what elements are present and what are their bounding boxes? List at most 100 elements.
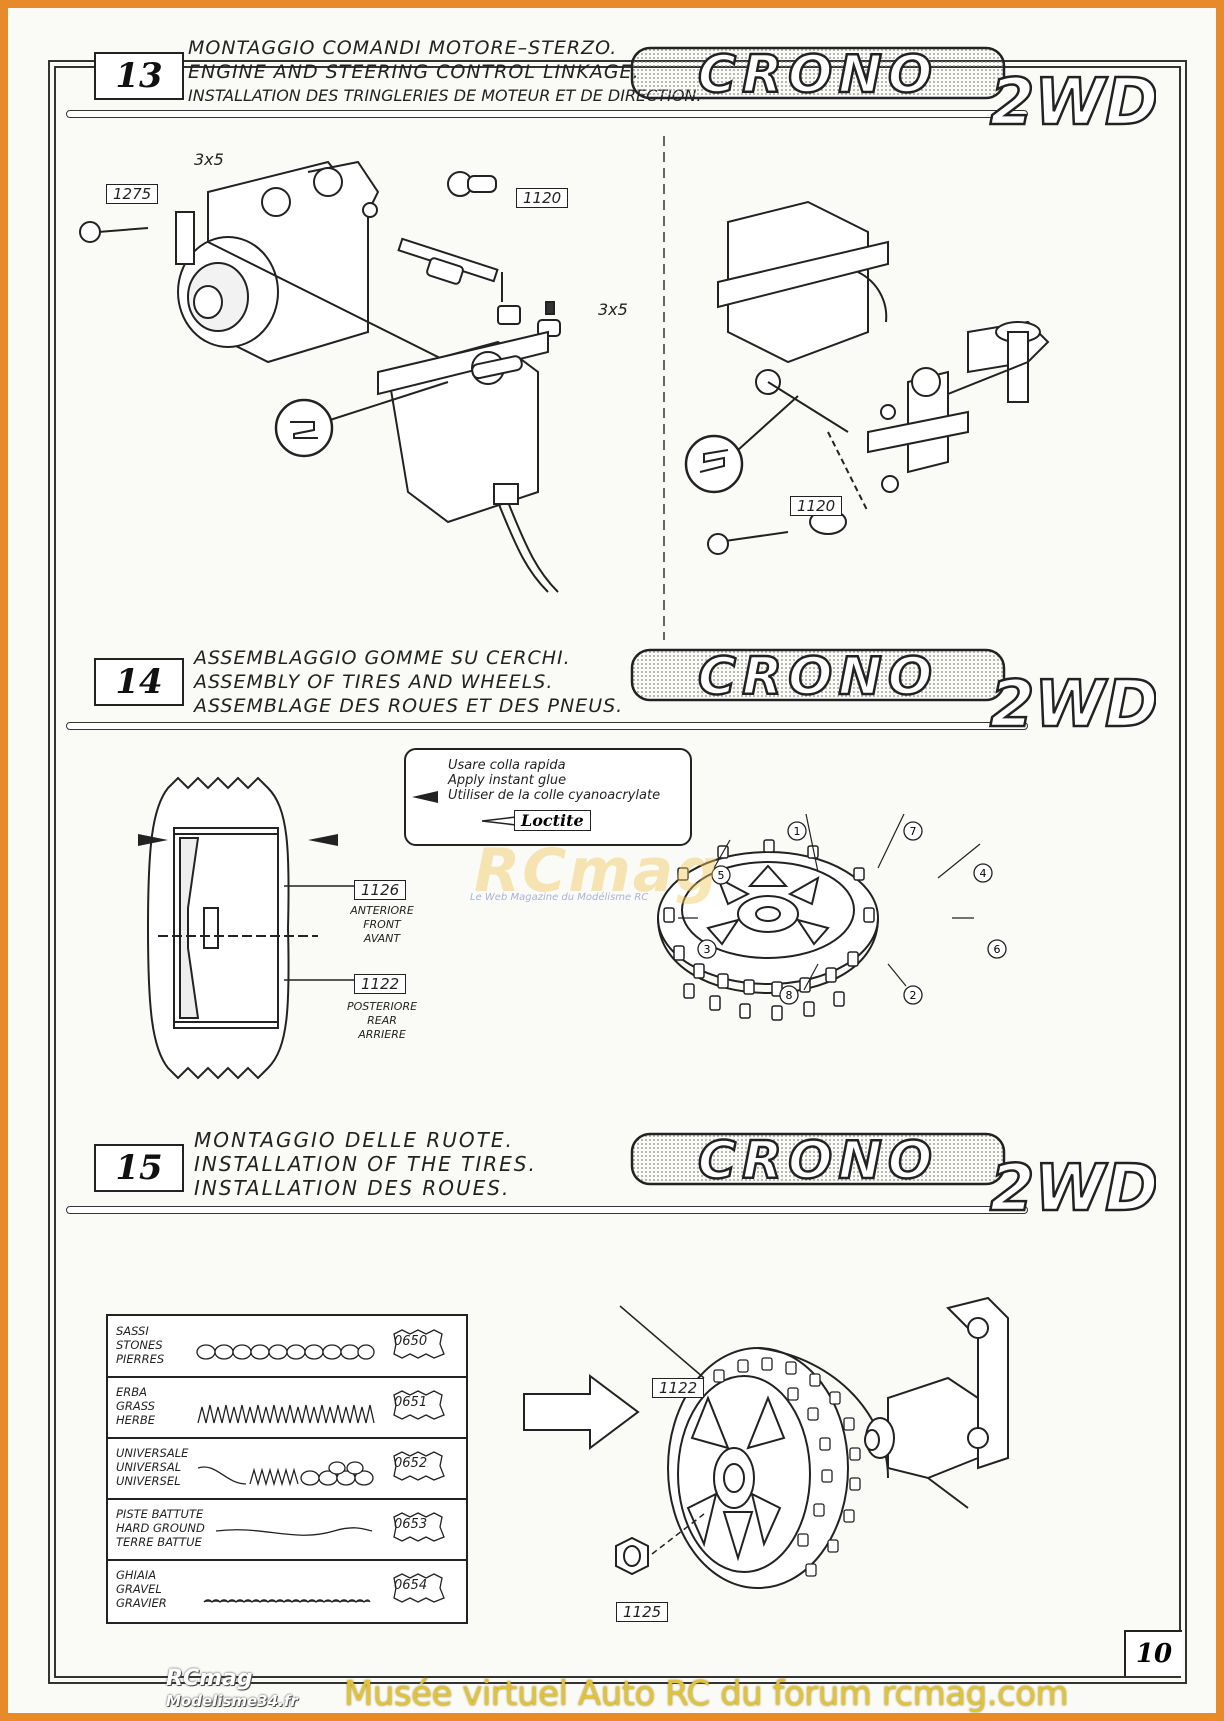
stones-pattern-icon (196, 1344, 375, 1360)
detail-circle-left (274, 398, 334, 458)
hex-nut-icon (615, 1536, 649, 1576)
terrain-name-it: UNIVERSALE (116, 1446, 189, 1460)
footer-brand-title: RCmag (166, 1666, 253, 1691)
step-13-rule (66, 110, 1028, 118)
gravel-pattern-icon (203, 1599, 371, 1603)
upright-assembly-illustration (864, 1296, 1009, 1509)
code-burst-0653 (393, 1512, 445, 1542)
glue-arrow-icon (412, 791, 438, 803)
step-14-title-en: ASSEMBLY OF TIRES AND WHEELS. (194, 671, 554, 693)
rear-caption: POSTERIORE REAR ARRIERE (334, 1000, 430, 1042)
front-caption-en: FRONT (363, 918, 401, 931)
glue-text-fr: Utiliser de la colle cyanoacrylate (448, 788, 661, 803)
seq-marker-8-text: 8 (786, 989, 793, 1002)
step-15-title-en: INSTALLATION OF THE TIRES. (194, 1152, 537, 1176)
terrain-name-fr: TERRE BATTUE (116, 1535, 202, 1549)
page-frame (48, 60, 1187, 1684)
seq-marker-1: 1 (787, 821, 807, 841)
glue-text-en: Apply instant glue (448, 773, 567, 788)
terrain-name-en: HARD GROUND (116, 1521, 205, 1535)
part-label-1120-a: 1120 (516, 188, 569, 208)
screw-label-b: 3x5 (598, 300, 628, 319)
terrain-name-fr: UNIVERSEL (116, 1474, 181, 1488)
rear-caption-en: REAR (367, 1014, 397, 1027)
direction-arrow-icon (523, 1374, 640, 1450)
terrain-name-fr: PIERRES (116, 1352, 165, 1366)
footer-brand-subtitle: Modelisme34.fr (166, 1692, 298, 1710)
tire-cross-section (146, 776, 318, 1080)
logo-crono-text: CRONO (698, 1131, 938, 1191)
code-burst-0650 (393, 1329, 445, 1359)
step-15-number: 15 (94, 1144, 184, 1192)
seq-marker-7: 7 (903, 821, 923, 841)
crono-logo-13: CRONO 2WD (630, 44, 1156, 136)
footer-museum-text: Musée virtuel Auto RC du forum rcmag.com (344, 1674, 1069, 1713)
seq-marker-3: 3 (697, 939, 717, 959)
part-label-1120-b: 1120 (790, 496, 843, 516)
rcmag-watermark-subtitle: Le Web Magazine du Modélisme RC (470, 892, 649, 903)
hard-ground-pattern-icon (215, 1527, 373, 1536)
step-13-title-en: ENGINE AND STEERING CONTROL LINKAGE. (188, 61, 640, 83)
terrain-name-it: SASSI (116, 1324, 149, 1338)
front-caption-it: ANTERIORE (350, 904, 414, 917)
linkage-parts (362, 171, 561, 337)
terrain-code: 0650 (394, 1334, 428, 1349)
code-burst-0652 (393, 1451, 445, 1481)
terrain-name-fr: HERBE (116, 1413, 156, 1427)
front-caption: ANTERIORE FRONT AVANT (338, 904, 426, 946)
rcmag-watermark: RCmag (474, 836, 721, 906)
terrain-name-en: STONES (116, 1338, 163, 1352)
steering-servo-illustration (707, 200, 1050, 555)
crono-logo-15: CRONO 2WD (630, 1130, 1156, 1222)
step-15-title-it: MONTAGGIO DELLE RUOTE. (194, 1128, 514, 1152)
terrain-code: 0653 (394, 1517, 428, 1532)
screw-label-a: 3x5 (194, 150, 224, 169)
terrain-name-it: ERBA (116, 1385, 148, 1399)
footer-brand: RCmag Modelisme34.fr (166, 1668, 298, 1712)
page-number: 10 (1124, 1630, 1182, 1676)
step-14-title-fr: ASSEMBLAGE DES ROUES ET DES PNEUS. (194, 695, 624, 717)
wheel-knobs (663, 839, 875, 1021)
wheel-knobs-15 (713, 1357, 861, 1577)
universal-pattern-icon (197, 1461, 374, 1486)
step-13-title: MONTAGGIO COMANDI MOTORE–STERZO. ENGINE … (188, 36, 701, 108)
logo-crono-text: CRONO (698, 45, 938, 105)
step-13-number: 13 (94, 52, 184, 100)
instruction-page: 13 MONTAGGIO COMANDI MOTORE–STERZO. ENGI… (8, 8, 1216, 1713)
terrain-code: 0654 (394, 1578, 428, 1593)
seq-marker-8: 8 (779, 985, 799, 1005)
logo-crono-text: CRONO (698, 647, 938, 707)
servo-illustration (377, 330, 559, 593)
part-label-1275: 1275 (106, 184, 159, 204)
terrain-name-fr: GRAVIER (116, 1596, 167, 1610)
code-burst-0654 (393, 1573, 445, 1603)
glue-instruction-box: Usare colla rapida Apply instant glue Ut… (404, 748, 692, 846)
rear-caption-fr: ARRIERE (358, 1028, 406, 1041)
step-13-drawing (79, 136, 1050, 640)
grass-pattern-icon (197, 1404, 375, 1424)
step-14-rule (66, 722, 1028, 730)
step-15-drawing (523, 1296, 1009, 1589)
part-label-1126: 1126 (354, 880, 407, 900)
seq-marker-6-text: 6 (994, 943, 1001, 956)
crono-logo-14: CRONO 2WD (630, 646, 1156, 738)
terrain-name-en: GRAVEL (116, 1582, 162, 1596)
seq-marker-7-text: 7 (910, 825, 917, 838)
part-label-1122-wheel: 1122 (652, 1378, 705, 1398)
seq-marker-1-text: 1 (794, 825, 801, 838)
step-15-title-fr: INSTALLATION DES ROUES. (194, 1176, 511, 1200)
logo-2wd-text: 2WD (990, 668, 1156, 738)
loctite-label: Loctite (514, 810, 591, 831)
seq-marker-4-text: 4 (980, 867, 987, 880)
part-label-1122-rear: 1122 (354, 974, 407, 994)
